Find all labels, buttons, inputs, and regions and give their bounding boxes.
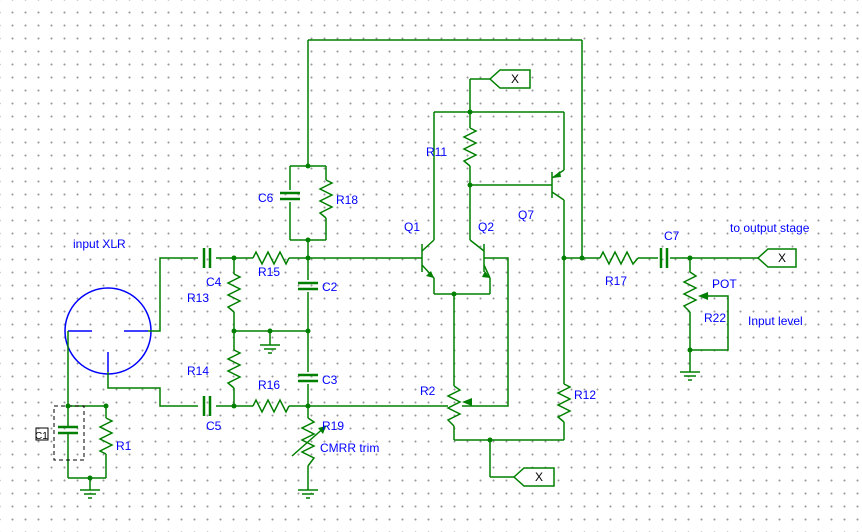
- annotation-notes: input XLR to output stage Input level CM…: [73, 221, 810, 455]
- label-r22: R22: [704, 311, 726, 325]
- label-pot: POT: [712, 277, 737, 291]
- label-c3: C3: [322, 373, 338, 387]
- label-r2: R2: [420, 384, 436, 398]
- net-tag-top: X: [488, 69, 531, 89]
- resistor-r22: [682, 271, 698, 313]
- component-labels: C4 R15 R13 C2 R14 R16 C3 C5 R19 C6 R18 R…: [35, 145, 737, 453]
- note-input-level: Input level: [748, 314, 803, 328]
- svg-text:X: X: [535, 470, 543, 484]
- ground-symbols: [80, 344, 700, 499]
- label-r18: R18: [336, 193, 358, 207]
- resistor-r19: [300, 417, 316, 467]
- xlr-input-connector: [64, 287, 152, 375]
- label-c4: C4: [206, 275, 222, 289]
- svg-text:X: X: [511, 72, 519, 86]
- resistor-r17: [599, 250, 639, 266]
- capacitor-c2: [298, 281, 318, 291]
- capacitor-c3: [298, 373, 318, 383]
- ground-symbol: [80, 489, 100, 499]
- label-r11: R11: [426, 145, 447, 159]
- resistor-r11: [462, 127, 478, 167]
- resistor-r13: [226, 273, 242, 313]
- label-c7: C7: [664, 229, 680, 243]
- r2-wiper-arrow: [462, 398, 472, 406]
- resistor-r1: [98, 417, 114, 455]
- note-input-xlr: input XLR: [73, 237, 126, 251]
- resistor-r16: [252, 398, 290, 414]
- capacitor-c7: [659, 248, 669, 268]
- label-r16: R16: [258, 378, 280, 392]
- wires: [67, 39, 758, 490]
- resistor-r14: [226, 349, 242, 389]
- transistor-q7: [545, 169, 565, 201]
- label-r17: R17: [605, 274, 627, 288]
- label-r13: R13: [187, 291, 209, 305]
- capacitor-c4: [202, 248, 212, 268]
- capacitor-c1: [58, 424, 78, 443]
- net-tags: X X X: [488, 69, 797, 487]
- junction-dots: [65, 109, 709, 481]
- resistor-r12: [556, 383, 572, 423]
- capacitor-c6: [280, 191, 300, 201]
- resistor-r2: [446, 385, 462, 427]
- capacitor-c5: [202, 396, 212, 416]
- label-r19: R19: [322, 419, 344, 433]
- label-r14: R14: [187, 364, 209, 378]
- transistor-q1: [412, 239, 435, 279]
- label-r12: R12: [574, 388, 596, 402]
- ground-symbol: [680, 371, 700, 381]
- ground-symbol: [298, 489, 318, 499]
- transistors: [412, 169, 565, 279]
- resistor-r15: [252, 250, 290, 266]
- label-c1: C1: [35, 431, 48, 442]
- r19-trim-arrow: [318, 426, 326, 434]
- label-q7: Q7: [518, 208, 534, 222]
- resistor-r18: [318, 179, 334, 219]
- ground-symbol: [260, 344, 280, 354]
- net-tag-output: X: [756, 248, 797, 268]
- label-q1: Q1: [404, 220, 420, 234]
- label-r15: R15: [258, 265, 280, 279]
- note-cmrr-trim: CMRR trim: [320, 441, 379, 455]
- net-tag-bottom: X: [512, 467, 555, 487]
- label-r1: R1: [116, 439, 132, 453]
- label-c5: C5: [206, 419, 222, 433]
- note-to-output-stage: to output stage: [730, 221, 810, 235]
- svg-text:X: X: [778, 251, 786, 265]
- label-c2: C2: [322, 280, 338, 294]
- capacitors: [35, 191, 669, 461]
- label-q2: Q2: [478, 220, 494, 234]
- transistor-q2: [469, 239, 496, 279]
- c1-selection-handle: [35, 427, 49, 441]
- label-c6: C6: [258, 191, 274, 205]
